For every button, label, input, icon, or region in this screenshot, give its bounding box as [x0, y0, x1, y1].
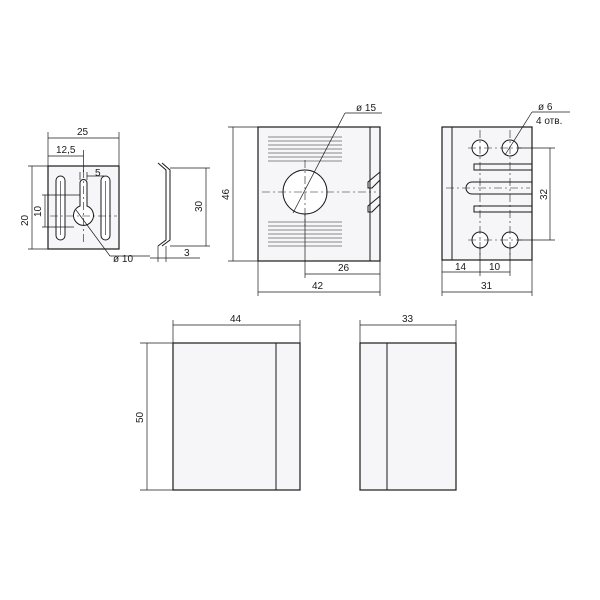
dim-spacing-32: 32: [539, 188, 550, 200]
view-side-profile: 30 3: [150, 162, 210, 262]
dim-height-20: 20: [20, 214, 31, 226]
dim-width-31: 31: [481, 281, 493, 292]
cover-side-outline: [359, 342, 457, 491]
dim-slot-5: 5: [95, 168, 101, 179]
dim-offset-14: 14: [455, 262, 467, 273]
top-hatch: [268, 136, 342, 162]
view-cover-side: 33: [359, 314, 457, 491]
dim-hole-6: ø 6: [538, 102, 553, 113]
dim-depth-3: 3: [184, 248, 190, 259]
dim-width-44: 44: [230, 314, 242, 325]
dim-holes-count: 4 отв.: [536, 116, 562, 127]
dim-key-10: 10: [33, 205, 44, 217]
dim-hole-15: ø 15: [356, 103, 376, 114]
dim-center-26: 26: [338, 263, 350, 274]
view-main-plate: ø 15 46 26 42: [221, 103, 382, 296]
dim-offset-12-5: 12,5: [56, 145, 76, 156]
dim-width-42: 42: [312, 281, 324, 292]
view-cover-front: 44 50: [135, 314, 301, 491]
profile-outline: [157, 162, 167, 247]
dim-spacing-10: 10: [489, 262, 501, 273]
dim-width-33: 33: [402, 314, 414, 325]
dim-hole-10: ø 10: [113, 254, 133, 265]
dim-height-50: 50: [135, 411, 146, 423]
dim-width-25: 25: [77, 127, 89, 138]
view-front-plate: 25 12,5 5 20 10 ø 10: [20, 127, 150, 265]
dim-height-46: 46: [221, 188, 232, 200]
view-mounting-plate: ø 6 4 отв. 32 14 10 31: [441, 102, 570, 296]
dim-height-30: 30: [194, 200, 205, 212]
cover-front-outline: [172, 342, 301, 491]
